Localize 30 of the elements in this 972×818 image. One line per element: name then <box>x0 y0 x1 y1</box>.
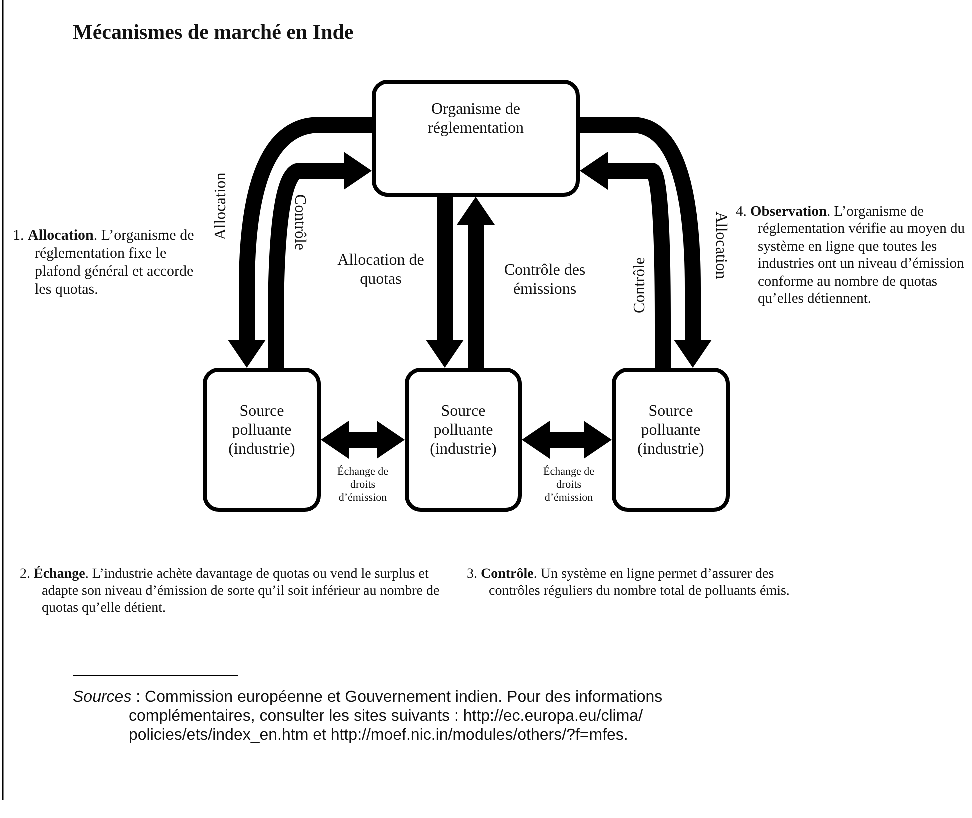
node-label: Source polluante (industrie) <box>228 402 296 459</box>
double-arrow <box>522 421 612 459</box>
node-label: Organisme de réglementation <box>427 100 525 138</box>
numbered-note: 4. Observation. L’organisme de réglementation vérifie au moyen du système en ligne que toutes les industries ont un niveau d’émission conforme au nombre de quotas qu’elles détiennent. <box>736 204 966 308</box>
edge-label: Allocation <box>711 211 730 279</box>
numbered-note: 2. Échange. L’industrie achète davantage de quotas ou vend le surplus et adapte son niveau d’émission de sorte qu’il soit inférieur au nombre de quotas qu’elle détient. <box>20 567 441 618</box>
edge-label: Échange de droits d’émission <box>542 466 596 504</box>
title: Mécanismes de marché en Inde <box>73 20 354 45</box>
process-box <box>405 368 522 512</box>
arrow <box>228 117 372 368</box>
arrow <box>426 197 464 368</box>
source-note: Sources : Commission européenne et Gouvernement indien. Pour des informations complémentaires, consulter les sites suivants : http://ec.europa.eu/clima/ policies/ets/index_en.htm et http://moef.nic.in/modules/others/?f=mfes. <box>73 688 664 746</box>
node-label: Source polluante (industrie) <box>636 402 706 459</box>
arrow <box>268 152 372 368</box>
edge-label: Allocation de quotas <box>336 251 426 289</box>
process-box <box>612 368 730 512</box>
double-arrow <box>321 421 405 459</box>
numbered-note: 1. Allocation. L’organisme de réglementation fixe le plafond général et accorde les quotas. <box>13 227 196 299</box>
process-box <box>372 80 580 197</box>
edge-label: Allocation <box>211 172 230 240</box>
edge-label: Contrôle des émissions <box>503 261 587 299</box>
process-box <box>203 368 321 512</box>
arrow <box>580 117 712 368</box>
node-label: Source polluante (industrie) <box>429 402 498 459</box>
edge-label: Échange de droits d’émission <box>336 466 390 504</box>
edge-label: Contrôle <box>630 257 650 313</box>
edge-label: Contrôle <box>290 194 310 250</box>
arrow <box>457 197 495 368</box>
arrow <box>580 152 671 368</box>
numbered-note: 3. Contrôle. Un système en ligne permet d’assurer des contrôles réguliers du nombre total de polluants émis. <box>467 567 791 601</box>
